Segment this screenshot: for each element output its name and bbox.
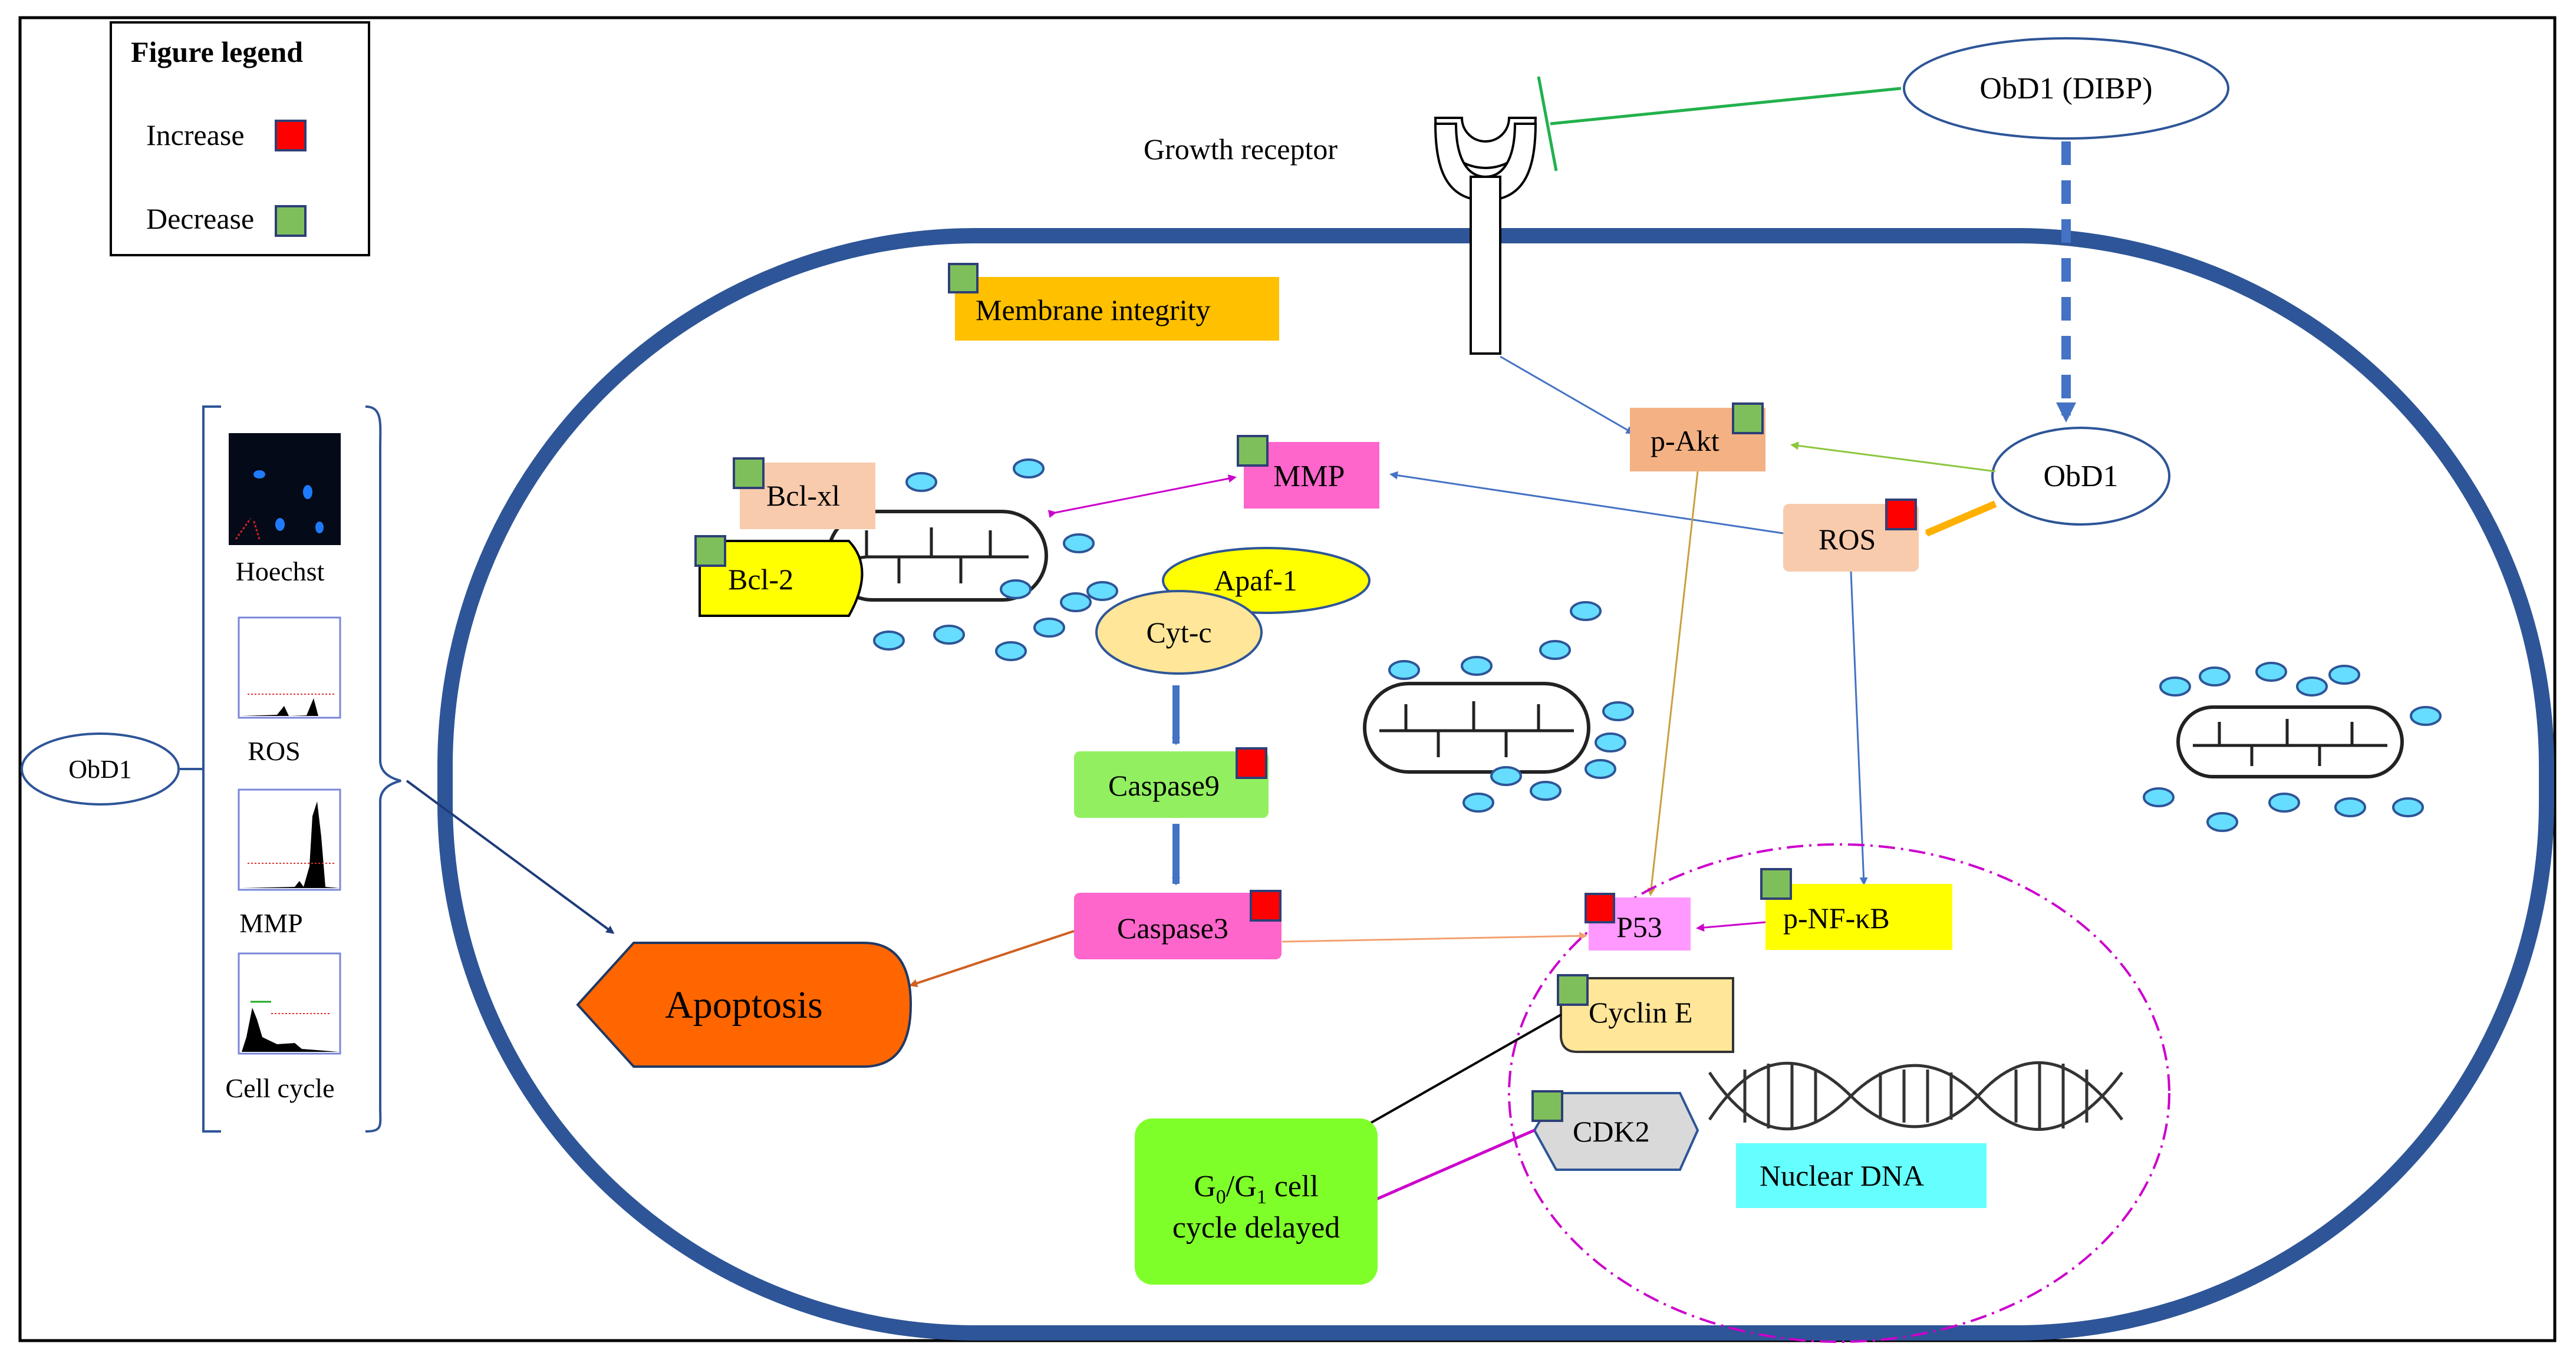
ros-label: ROS [1819,523,1876,556]
obd1-ellipse [1991,427,2170,526]
side-bracket-left [202,405,221,1133]
ros-box [1783,504,1919,572]
p-akt-label: p-Akt [1651,424,1719,457]
p53-label: P53 [1616,910,1662,943]
caspase9-box [1074,751,1269,818]
nuclear-dna-label: Nuclear DNA [1760,1159,1924,1192]
caspase3-increase-marker [1250,890,1282,922]
hoechst-label: Hoechst [236,556,325,586]
bcl-2-label: Bcl-2 [728,563,793,596]
cell-membrane [437,228,2554,1341]
arrow-casp3-apoptosis [909,930,1075,988]
mmp-label: MMP [1273,460,1345,493]
dna-helix-icon [1708,1061,2123,1131]
cyclin-e-label: Cyclin E [1589,996,1692,1029]
g-sub0: 0 [1216,1186,1226,1208]
growth-receptor-icon [1434,117,1537,355]
ros-increase-marker [1885,499,1917,530]
obd1-label: ObD1 [2043,460,2118,493]
p53-increase-marker [1585,893,1615,923]
p-akt-decrease-marker [1732,402,1764,434]
arrow-ros-nfkb [1850,571,1868,886]
g-cell-line1: G0/G1 cell [1194,1170,1319,1208]
bcl-xl-decrease-marker [733,457,765,489]
g-slash: /G [1226,1170,1257,1203]
p-nfkb-decrease-marker [1760,868,1792,900]
arrow-obd1-pakt [1790,441,1996,473]
cdk2-label: CDK2 [1573,1115,1650,1148]
g-cell-line2: cycle delayed [1172,1211,1340,1245]
legend-title: Figure legend [131,35,303,68]
inhibition-bar [1537,76,1558,171]
obd1-dibp-label: ObD1 (DIBP) [1979,72,2152,105]
apaf-1-label: Apaf-1 [1214,564,1297,597]
arrow-cycline-g [1354,1014,1562,1133]
caspase3-box [1074,893,1282,959]
bcl-2-box [699,540,864,617]
hoechst-cell [275,518,285,531]
hoechst-cell [303,485,312,499]
mmp-decrease-marker [1237,435,1269,467]
cyt-c-label: Cyt-c [1146,616,1211,649]
cell-cycle-side-label: Cell cycle [225,1073,334,1103]
figure-legend: Figure legend Increase Decrease [110,21,370,256]
arrow-mito-mmp [1047,474,1237,518]
cyclin-e-box [1560,977,1734,1053]
mmp-side-label: MMP [239,908,302,938]
g-cell-cycle-box [1135,1118,1378,1285]
cyt-c-ellipse [1095,590,1263,675]
membrane-integrity-box [955,277,1279,341]
legend-increase-label: Increase [146,118,245,151]
bcl-xl-label: Bcl-xl [766,479,840,512]
p-nfkb-label: p-NF-κB [1783,902,1890,935]
arrow-casp3-p53 [1282,932,1587,943]
nuclear-dna-box [1736,1143,1987,1208]
vesicles [873,458,2442,832]
arrow-receptor-pakt [1500,355,1635,434]
cdk2-decrease-marker [1531,1090,1563,1122]
bcl-2-decrease-marker [694,535,726,567]
mitochondrion-right [2176,705,2404,778]
cell-cycle-histogram-plot [238,952,341,1055]
growth-receptor-label: Growth receptor [1144,133,1338,166]
mitochondrion-middle [1363,682,1590,774]
g-sub1: 1 [1257,1186,1267,1208]
nucleus-boundary [1508,843,2170,1343]
hoechst-cell [253,470,265,478]
p-nfkb-box [1765,884,1952,950]
arrow-nfkb-p53 [1696,921,1766,932]
caspase9-increase-marker [1236,747,1267,779]
caspase3-label: Caspase3 [1117,912,1228,945]
arrow-pakt-p53 [1647,471,1699,896]
ros-histogram-plot [238,616,341,719]
g-rest: cell [1267,1170,1319,1203]
ros-side-label: ROS [248,736,300,766]
caspase9-label: Caspase9 [1108,769,1220,802]
line-cdk2-g [1375,1128,1536,1201]
hoechst-cell [315,522,324,533]
arrow-obd1-ros [1925,500,1997,537]
side-bracket-right [365,405,401,1133]
membrane-integrity-decrease-marker [948,263,979,293]
hoechst-marker [235,518,261,540]
mmp-histogram-plot [238,788,341,891]
g-letter: G [1194,1170,1216,1203]
arrow-side-apoptosis [406,780,615,934]
side-obd1-label: ObD1 [68,755,132,784]
apoptosis-shape [576,942,913,1068]
inhibition-line [1550,87,1902,126]
membrane-integrity-label: Membrane integrity [976,293,1211,326]
obd1-dibp-ellipse [1903,37,2229,140]
legend-decrease-swatch [275,205,307,237]
cyclin-e-decrease-marker [1557,974,1589,1006]
legend-decrease-label: Decrease [146,202,254,235]
legend-increase-swatch [275,120,307,151]
arrow-ros-mmp [1389,471,1784,534]
hoechst-image [229,433,341,545]
apoptosis-label: Apoptosis [665,984,823,1027]
